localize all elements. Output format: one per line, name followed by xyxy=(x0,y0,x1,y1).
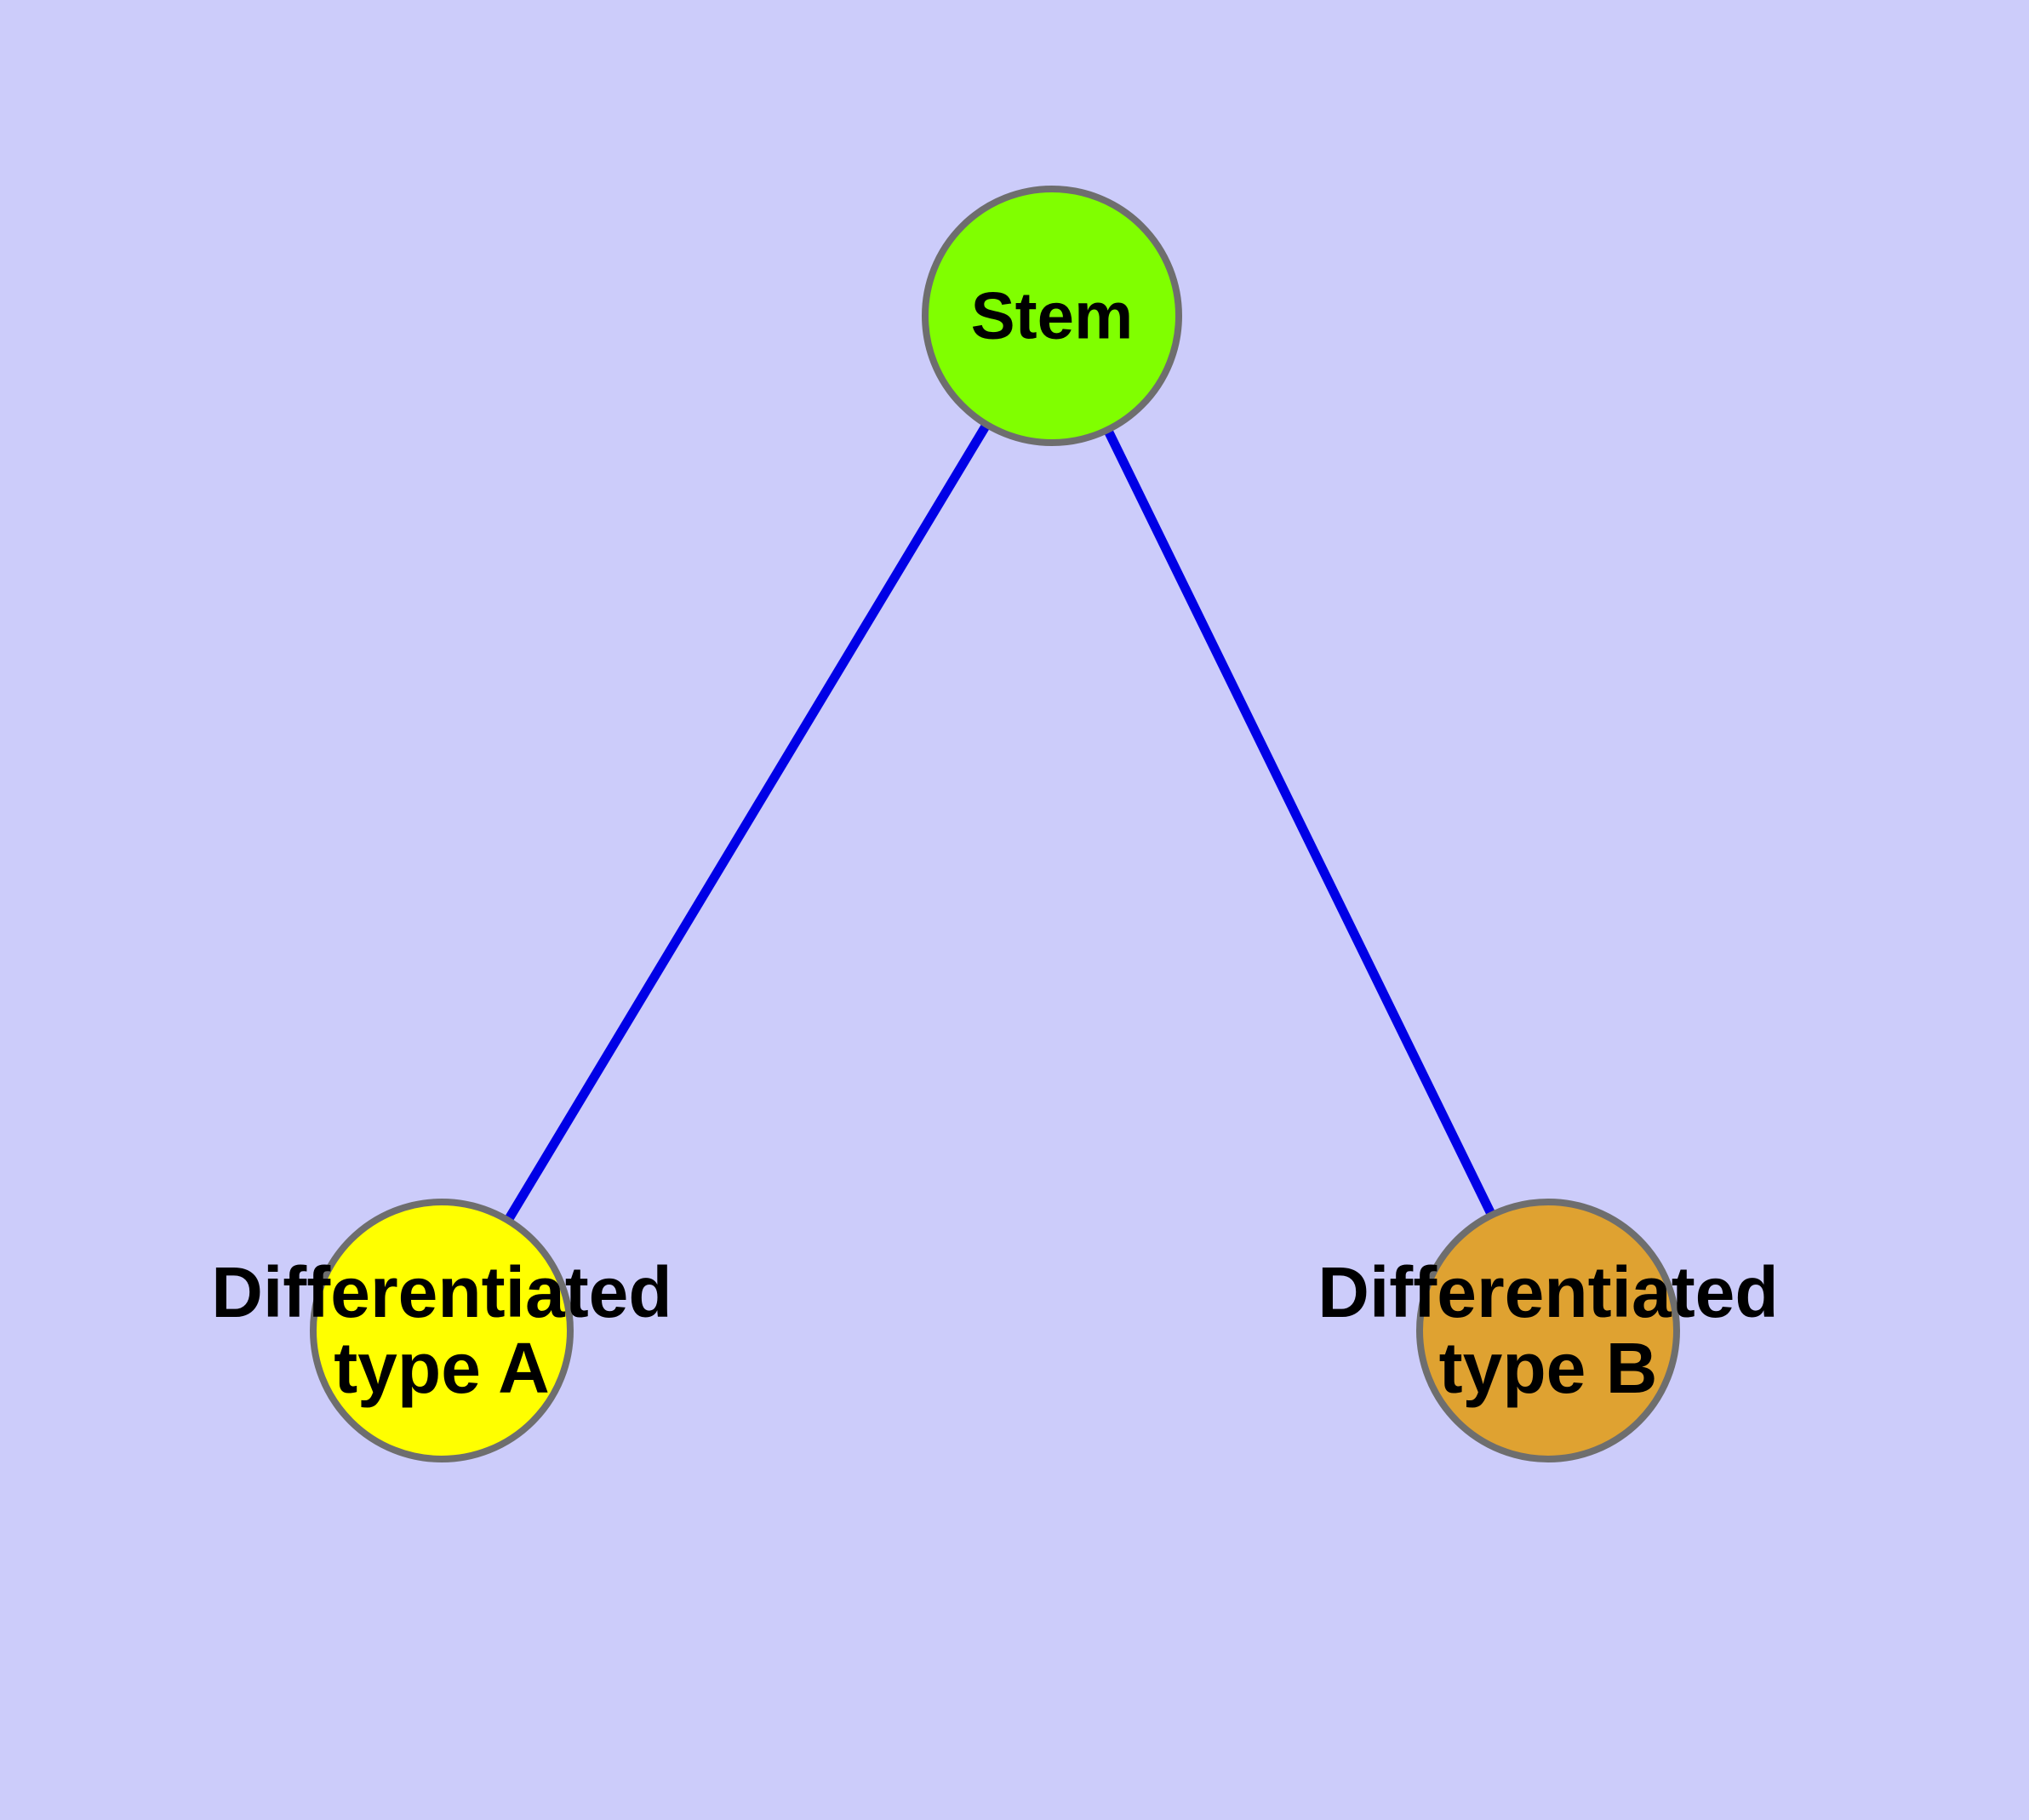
node-stem[interactable] xyxy=(922,186,1182,446)
nodes-layer xyxy=(310,186,1680,1462)
node-diff_b[interactable] xyxy=(1416,1199,1680,1462)
edges-layer xyxy=(437,313,1552,1333)
edge-stem-to-a xyxy=(437,313,1056,1333)
edge-stem-to-b xyxy=(1048,313,1552,1333)
node-diff_a[interactable] xyxy=(310,1199,574,1462)
